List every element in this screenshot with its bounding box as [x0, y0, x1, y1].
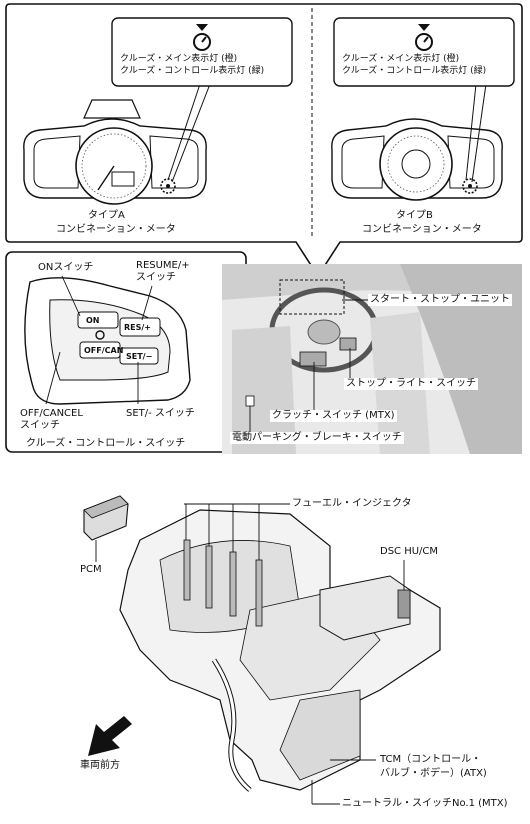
btn-set-label: SET/− — [126, 352, 153, 361]
on-switch-label: ONスイッチ — [38, 262, 94, 273]
steering-switch-illustration — [24, 277, 191, 405]
tcm-label-line2: バルブ・ボデー）(ATX) — [380, 768, 487, 779]
left-indicator-line1: クルーズ・メイン表示灯 (橙) — [120, 54, 238, 64]
meter-type-b — [331, 118, 503, 201]
pcm-label: PCM — [80, 564, 102, 575]
forward-arrow-icon — [88, 716, 132, 756]
btn-on-label: ON — [86, 316, 100, 325]
btn-res-label: RES/+ — [124, 323, 152, 332]
cockpit-illustration — [222, 264, 522, 454]
dsc-label: DSC HU/CM — [380, 546, 439, 557]
fuel-injector-label: フューエル・インジェクタ — [292, 498, 412, 509]
start-stop-label: スタート・ストップ・ユニット — [368, 294, 512, 306]
cruise-indicator-icon-a — [193, 24, 211, 51]
off-cancel-label-line1: OFF/CANCEL — [20, 408, 83, 419]
resume-label-line2: スイッチ — [136, 272, 176, 283]
cruise-indicator-icon-b — [415, 24, 433, 51]
cruise-icon-on-switch — [95, 330, 105, 340]
right-meter-label: コンビネーション・メータ — [362, 224, 482, 235]
parking-label: 電動パーキング・ブレーキ・スイッチ — [230, 432, 404, 444]
stop-light-label: ストップ・ライト・スイッチ — [344, 378, 478, 390]
set-switch-label: SET/- スイッチ — [126, 408, 195, 419]
switch-panel-title: クルーズ・コントロール・スイッチ — [26, 438, 186, 449]
off-cancel-label-line2: スイッチ — [20, 420, 60, 431]
btn-off-label: OFF/CAN — [84, 346, 124, 355]
right-indicator-line2: クルーズ・コントロール表示灯 (緑) — [342, 66, 487, 76]
resume-label-line1: RESUME/+ — [136, 260, 190, 271]
clutch-label: クラッチ・スイッチ (MTX) — [270, 410, 397, 422]
neutral-switch-label: ニュートラル・スイッチNo.1 (MTX) — [342, 798, 508, 809]
engine-illustration — [83, 495, 441, 792]
forward-label: 車両前方 — [80, 760, 120, 771]
right-type-label: タイプB — [396, 210, 433, 221]
right-indicator-line1: クルーズ・メイン表示灯 (橙) — [342, 54, 460, 64]
tcm-label-line1: TCM（コントロール・ — [380, 754, 482, 765]
meter-type-a — [23, 99, 207, 205]
left-indicator-line2: クルーズ・コントロール表示灯 (緑) — [120, 66, 265, 76]
left-type-label: タイプA — [88, 210, 125, 221]
left-meter-label: コンビネーション・メータ — [56, 224, 176, 235]
